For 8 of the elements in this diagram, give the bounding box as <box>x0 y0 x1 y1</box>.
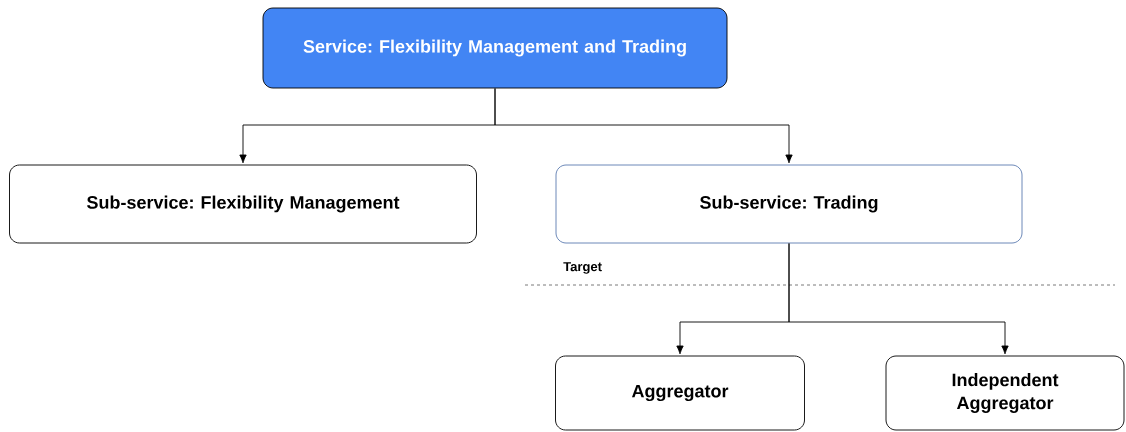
section-label: Target <box>563 262 602 274</box>
service-box: Service: Flexibility Management and Trading <box>262 7 728 89</box>
sub-service-box: Sub-service: Trading <box>555 164 1023 244</box>
role-box: Aggregator <box>555 355 805 431</box>
connector-arrow <box>788 243 1009 355</box>
sub-service-box: Sub-service: Flexibility Management <box>9 164 477 244</box>
role-box: Independent Aggregator <box>885 355 1125 431</box>
connector-arrow <box>494 88 793 164</box>
